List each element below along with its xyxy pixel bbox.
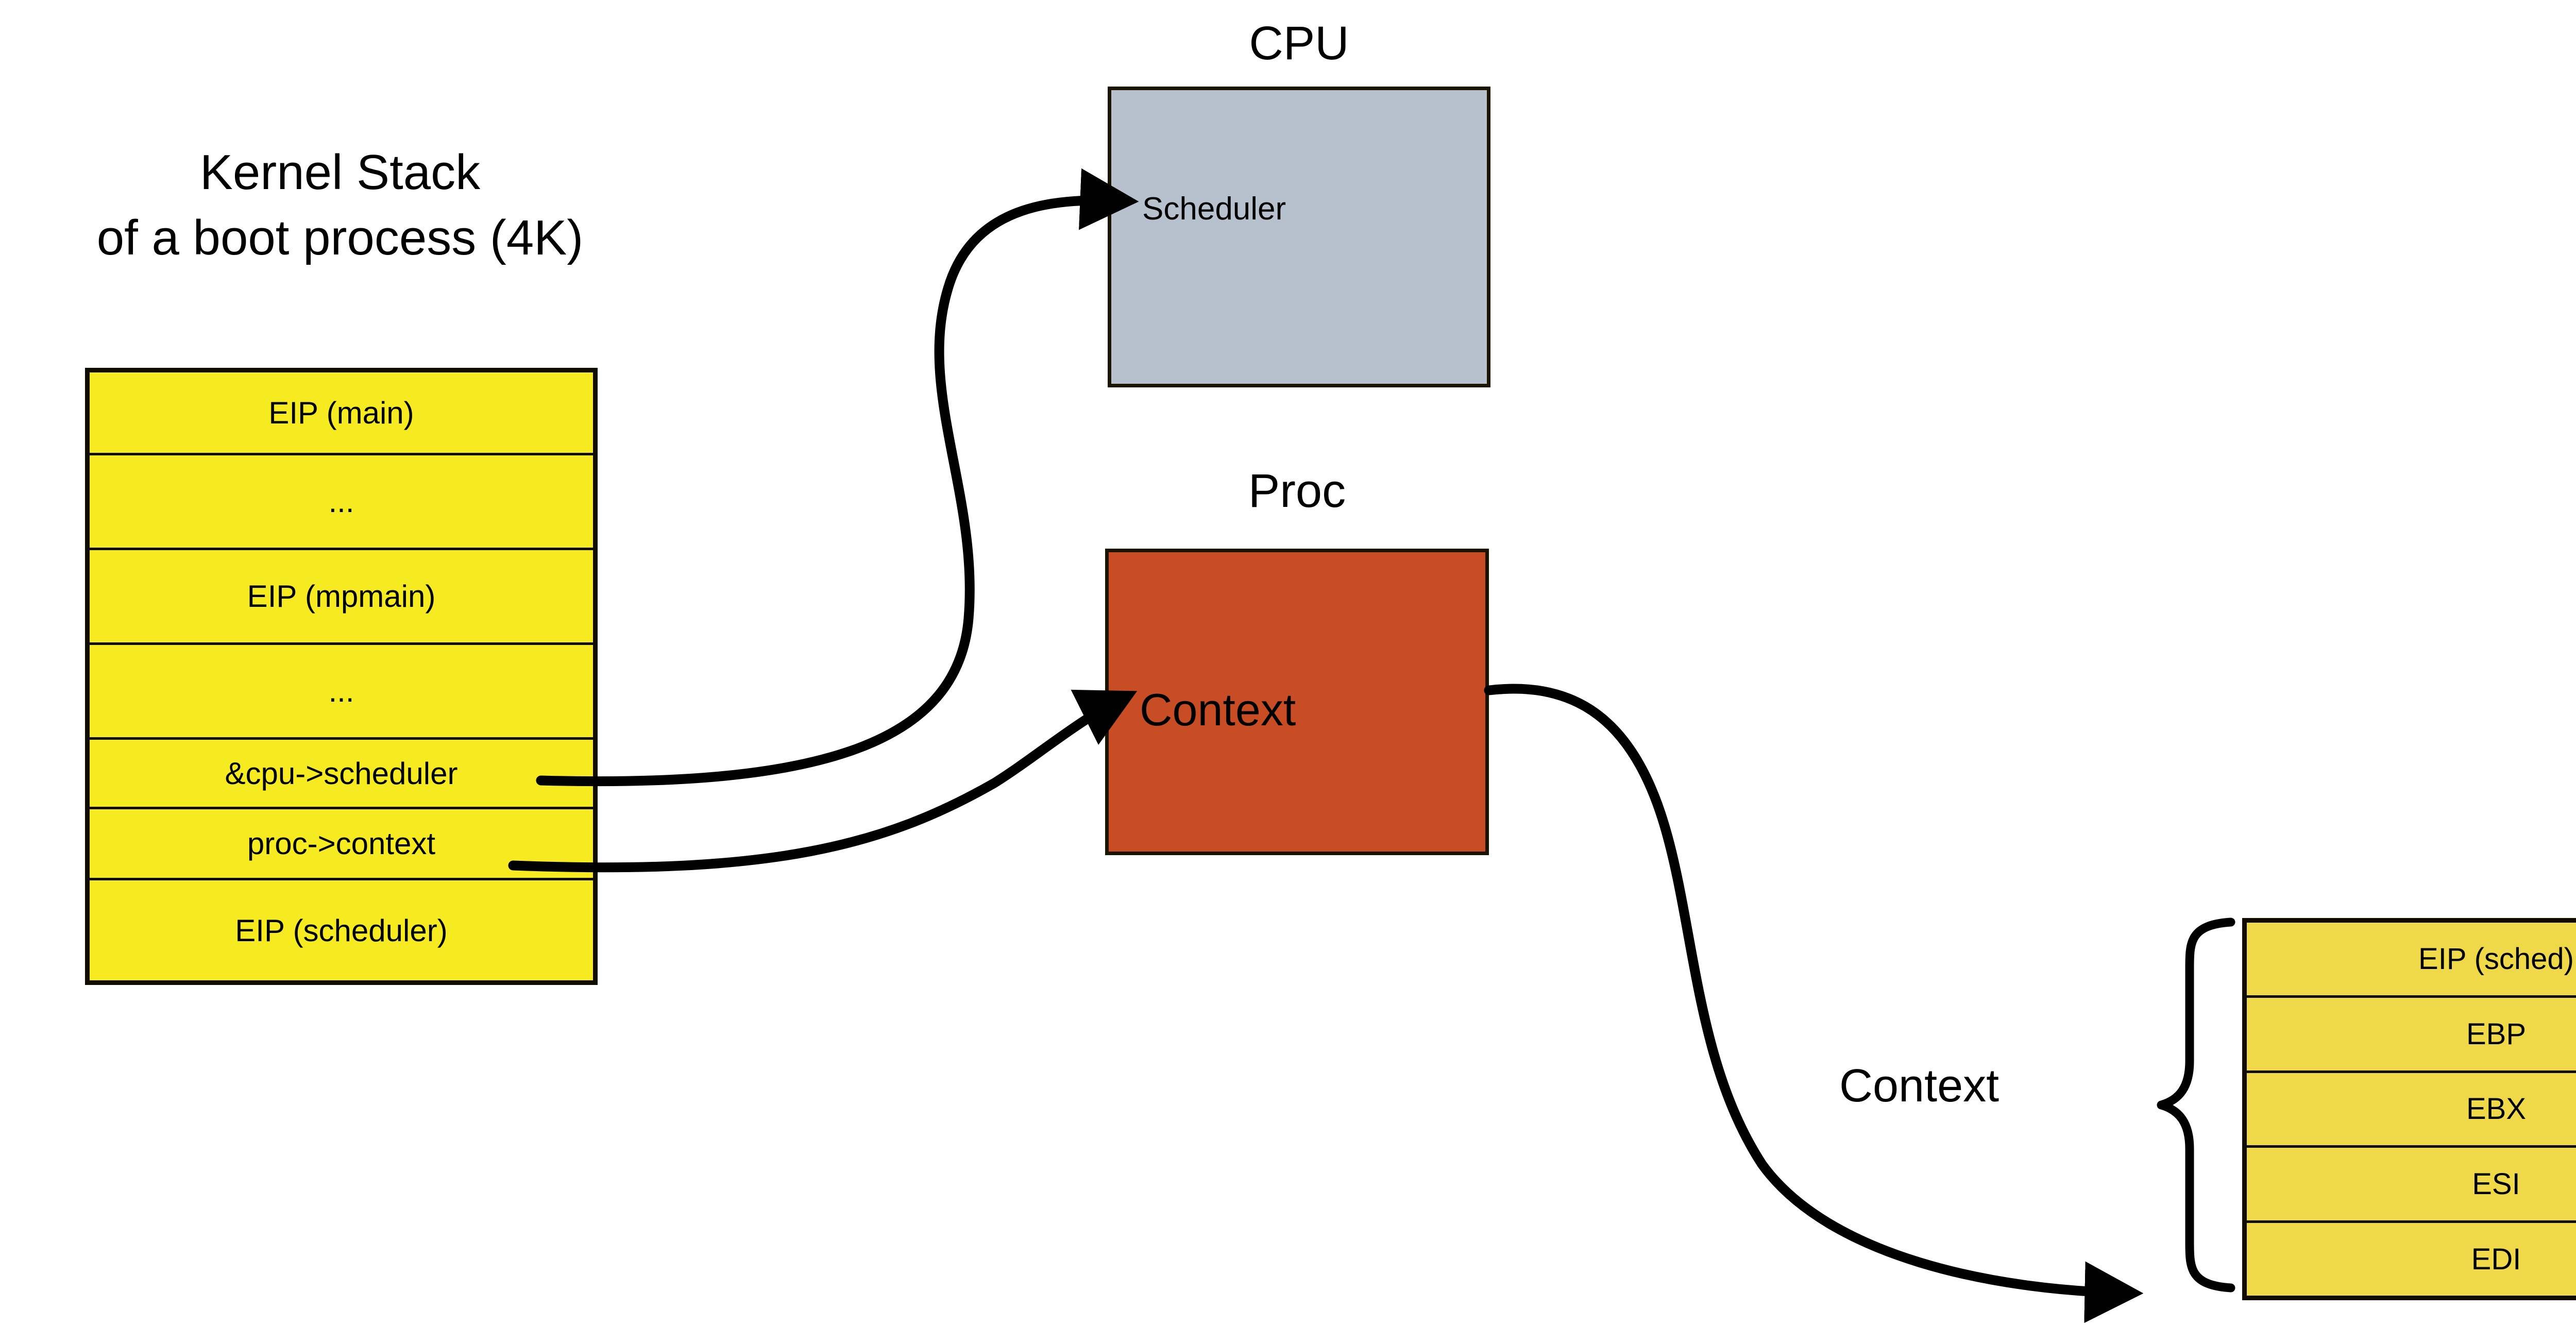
connector-proc-context xyxy=(508,689,1138,873)
context-register-row: EBX xyxy=(2247,1073,2576,1148)
kernel-stack-title: Kernel Stack of a boot process (4K) xyxy=(0,140,701,270)
context-curly-brace xyxy=(2157,917,2235,1293)
kernel-stack-table: EIP (main) ... EIP (mpmain) ... &cpu->sc… xyxy=(85,368,598,985)
proc-title: Proc xyxy=(1248,465,1346,517)
context-register-row: EIP (sched) xyxy=(2247,923,2576,998)
scheduler-label: Scheduler xyxy=(1142,191,1286,227)
context-register-row: EBP xyxy=(2247,997,2576,1073)
kernel-stack-row: ... xyxy=(90,455,593,550)
connector-context-registers xyxy=(1484,684,2144,1323)
cpu-box: Scheduler xyxy=(1108,87,1490,387)
kernel-stack-row: EIP (main) xyxy=(90,372,593,455)
kernel-stack-row: proc->context xyxy=(90,809,593,880)
connector-scheduler xyxy=(536,168,1139,787)
context-brace-label: Context xyxy=(1839,1060,1999,1112)
context-register-row: ESI xyxy=(2247,1148,2576,1223)
cpu-title: CPU xyxy=(1249,17,1349,70)
kernel-stack-row: EIP (scheduler) xyxy=(90,880,593,980)
kernel-stack-row: EIP (mpmain) xyxy=(90,550,593,645)
context-register-table: EIP (sched) EBP EBX ESI EDI xyxy=(2242,918,2576,1300)
kernel-stack-title-line2: of a boot process (4K) xyxy=(96,210,584,265)
proc-box: Context xyxy=(1105,549,1489,855)
kernel-stack-row: ... xyxy=(90,645,593,740)
kernel-stack-row: &cpu->scheduler xyxy=(90,740,593,809)
context-register-row: EDI xyxy=(2247,1223,2576,1296)
kernel-stack-title-line1: Kernel Stack xyxy=(199,145,481,200)
context-field-label: Context xyxy=(1140,684,1296,735)
